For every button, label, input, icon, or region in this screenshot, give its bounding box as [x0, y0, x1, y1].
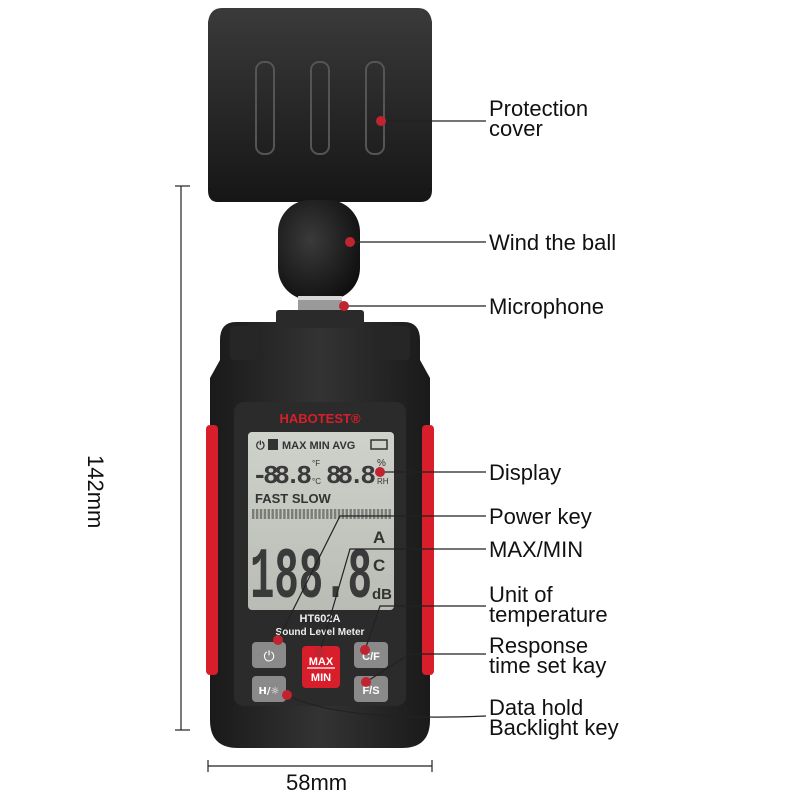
lcd-bar-segment — [326, 509, 329, 519]
lcd-bar-segment — [369, 509, 372, 519]
leader-response — [365, 653, 486, 683]
leader-data-hold — [286, 694, 487, 718]
leader-unit-temp — [364, 605, 486, 651]
hold-indicator-icon — [268, 439, 278, 450]
lcd-weighting-a: A — [373, 528, 385, 547]
lcd-display: ⏻ MAX MIN AVG -88.8 °F °C 88.8 % RH FAST… — [248, 432, 394, 619]
lcd-bar-segment — [372, 509, 376, 519]
max-min-key-label-bottom: MIN — [311, 672, 331, 684]
hold-backlight-key[interactable]: H/☼ — [252, 676, 286, 702]
max-min-key[interactable]: MAX MIN — [302, 646, 340, 688]
max-min-key-label-top: MAX — [309, 656, 334, 668]
leader-lines — [277, 120, 487, 718]
callout-unit-temperature: Unit of temperature — [489, 582, 608, 627]
lcd-bar-segment — [361, 509, 364, 519]
device-subtitle: Sound Level Meter — [276, 627, 365, 638]
model-label: HT602A — [300, 613, 341, 625]
lcd-bar-segment — [353, 509, 356, 519]
callout-dots — [273, 116, 386, 700]
callout-display: Display — [489, 460, 562, 485]
lcd-status-row: MAX MIN AVG — [282, 440, 355, 452]
power-indicator-icon: ⏻ — [256, 439, 265, 452]
protection-cover — [208, 8, 432, 202]
lcd-unit-percent: % — [377, 458, 386, 469]
lcd-unit-rh: RH — [377, 477, 389, 486]
callout-max-min: MAX/MIN — [489, 537, 584, 562]
power-icon: ⏻ — [263, 649, 274, 665]
lcd-bar-segment — [310, 509, 313, 519]
lcd-bar-segment — [302, 509, 306, 519]
lcd-bar-segment — [384, 509, 387, 519]
lcd-bar-segment — [337, 509, 341, 519]
lcd-unit-f: °F — [312, 459, 320, 468]
dimension-height — [175, 185, 190, 731]
lcd-bar-segment — [283, 509, 286, 519]
lcd-hum-digits: 88.8 — [326, 461, 376, 491]
lcd-bar-segment — [333, 509, 337, 519]
callout-response-time: Response time set kay — [489, 633, 607, 678]
dimension-width — [207, 760, 433, 772]
lcd-unit-c: °C — [312, 477, 321, 486]
lcd-temp-digits: -88.8 — [252, 461, 312, 491]
lcd-bar-segment — [298, 509, 302, 519]
lcd-bar-segment — [388, 509, 391, 519]
lcd-main-digits: 188.8 — [250, 537, 372, 619]
unit-temp-key[interactable]: C/F — [354, 642, 388, 668]
lcd-weighting-c: C — [373, 556, 385, 575]
lcd-bar-segment — [380, 509, 384, 519]
lcd-bar-segment — [279, 509, 282, 519]
lcd-bar-segment — [345, 509, 348, 519]
dimension-width-label: 58mm — [286, 770, 348, 795]
leader-max-min — [319, 548, 486, 653]
lcd-bar-segment — [291, 509, 294, 519]
callout-protection-cover: Protection cover — [489, 96, 589, 141]
lcd-bargraph — [252, 509, 391, 519]
lcd-bar-segment — [349, 509, 352, 519]
wind-ball — [278, 200, 360, 314]
lcd-bar-segment — [341, 509, 345, 519]
callout-microphone: Microphone — [489, 294, 604, 319]
lcd-bar-segment — [357, 509, 360, 519]
dimension-height-label: 142mm — [83, 455, 108, 529]
lcd-bar-segment — [376, 509, 380, 519]
lcd-bar-segment — [259, 509, 263, 519]
lcd-bar-segment — [275, 509, 278, 519]
lcd-bar-segment — [306, 509, 309, 519]
lcd-bar-segment — [314, 509, 317, 519]
leader-power-key — [277, 515, 486, 641]
lcd-bar-segment — [255, 509, 259, 519]
power-key[interactable]: ⏻ — [252, 642, 286, 668]
lcd-speed-row: FAST SLOW — [255, 491, 332, 506]
hold-backlight-key-label: H/☼ — [259, 686, 280, 697]
lcd-bar-segment — [267, 509, 270, 519]
lcd-bar-segment — [330, 509, 333, 519]
lcd-bar-segment — [263, 509, 267, 519]
lcd-bar-segment — [294, 509, 298, 519]
lcd-unit-db: dB — [372, 586, 392, 603]
brand-logo: HABOTEST® — [279, 411, 361, 426]
callout-wind-ball: Wind the ball — [489, 230, 617, 255]
battery-icon — [370, 439, 388, 450]
lcd-bar-segment — [322, 509, 325, 519]
callout-data-hold-backlight: Data hold Backlight key — [489, 695, 619, 740]
response-time-key[interactable]: F/S — [354, 676, 388, 702]
lcd-bar-segment — [271, 509, 274, 519]
lcd-bar-segment — [252, 509, 255, 519]
response-time-key-label: F/S — [362, 685, 379, 697]
callout-power-key: Power key — [489, 504, 592, 529]
lcd-bar-segment — [365, 509, 368, 519]
lcd-bar-segment — [287, 509, 290, 519]
lcd-bar-segment — [318, 509, 321, 519]
